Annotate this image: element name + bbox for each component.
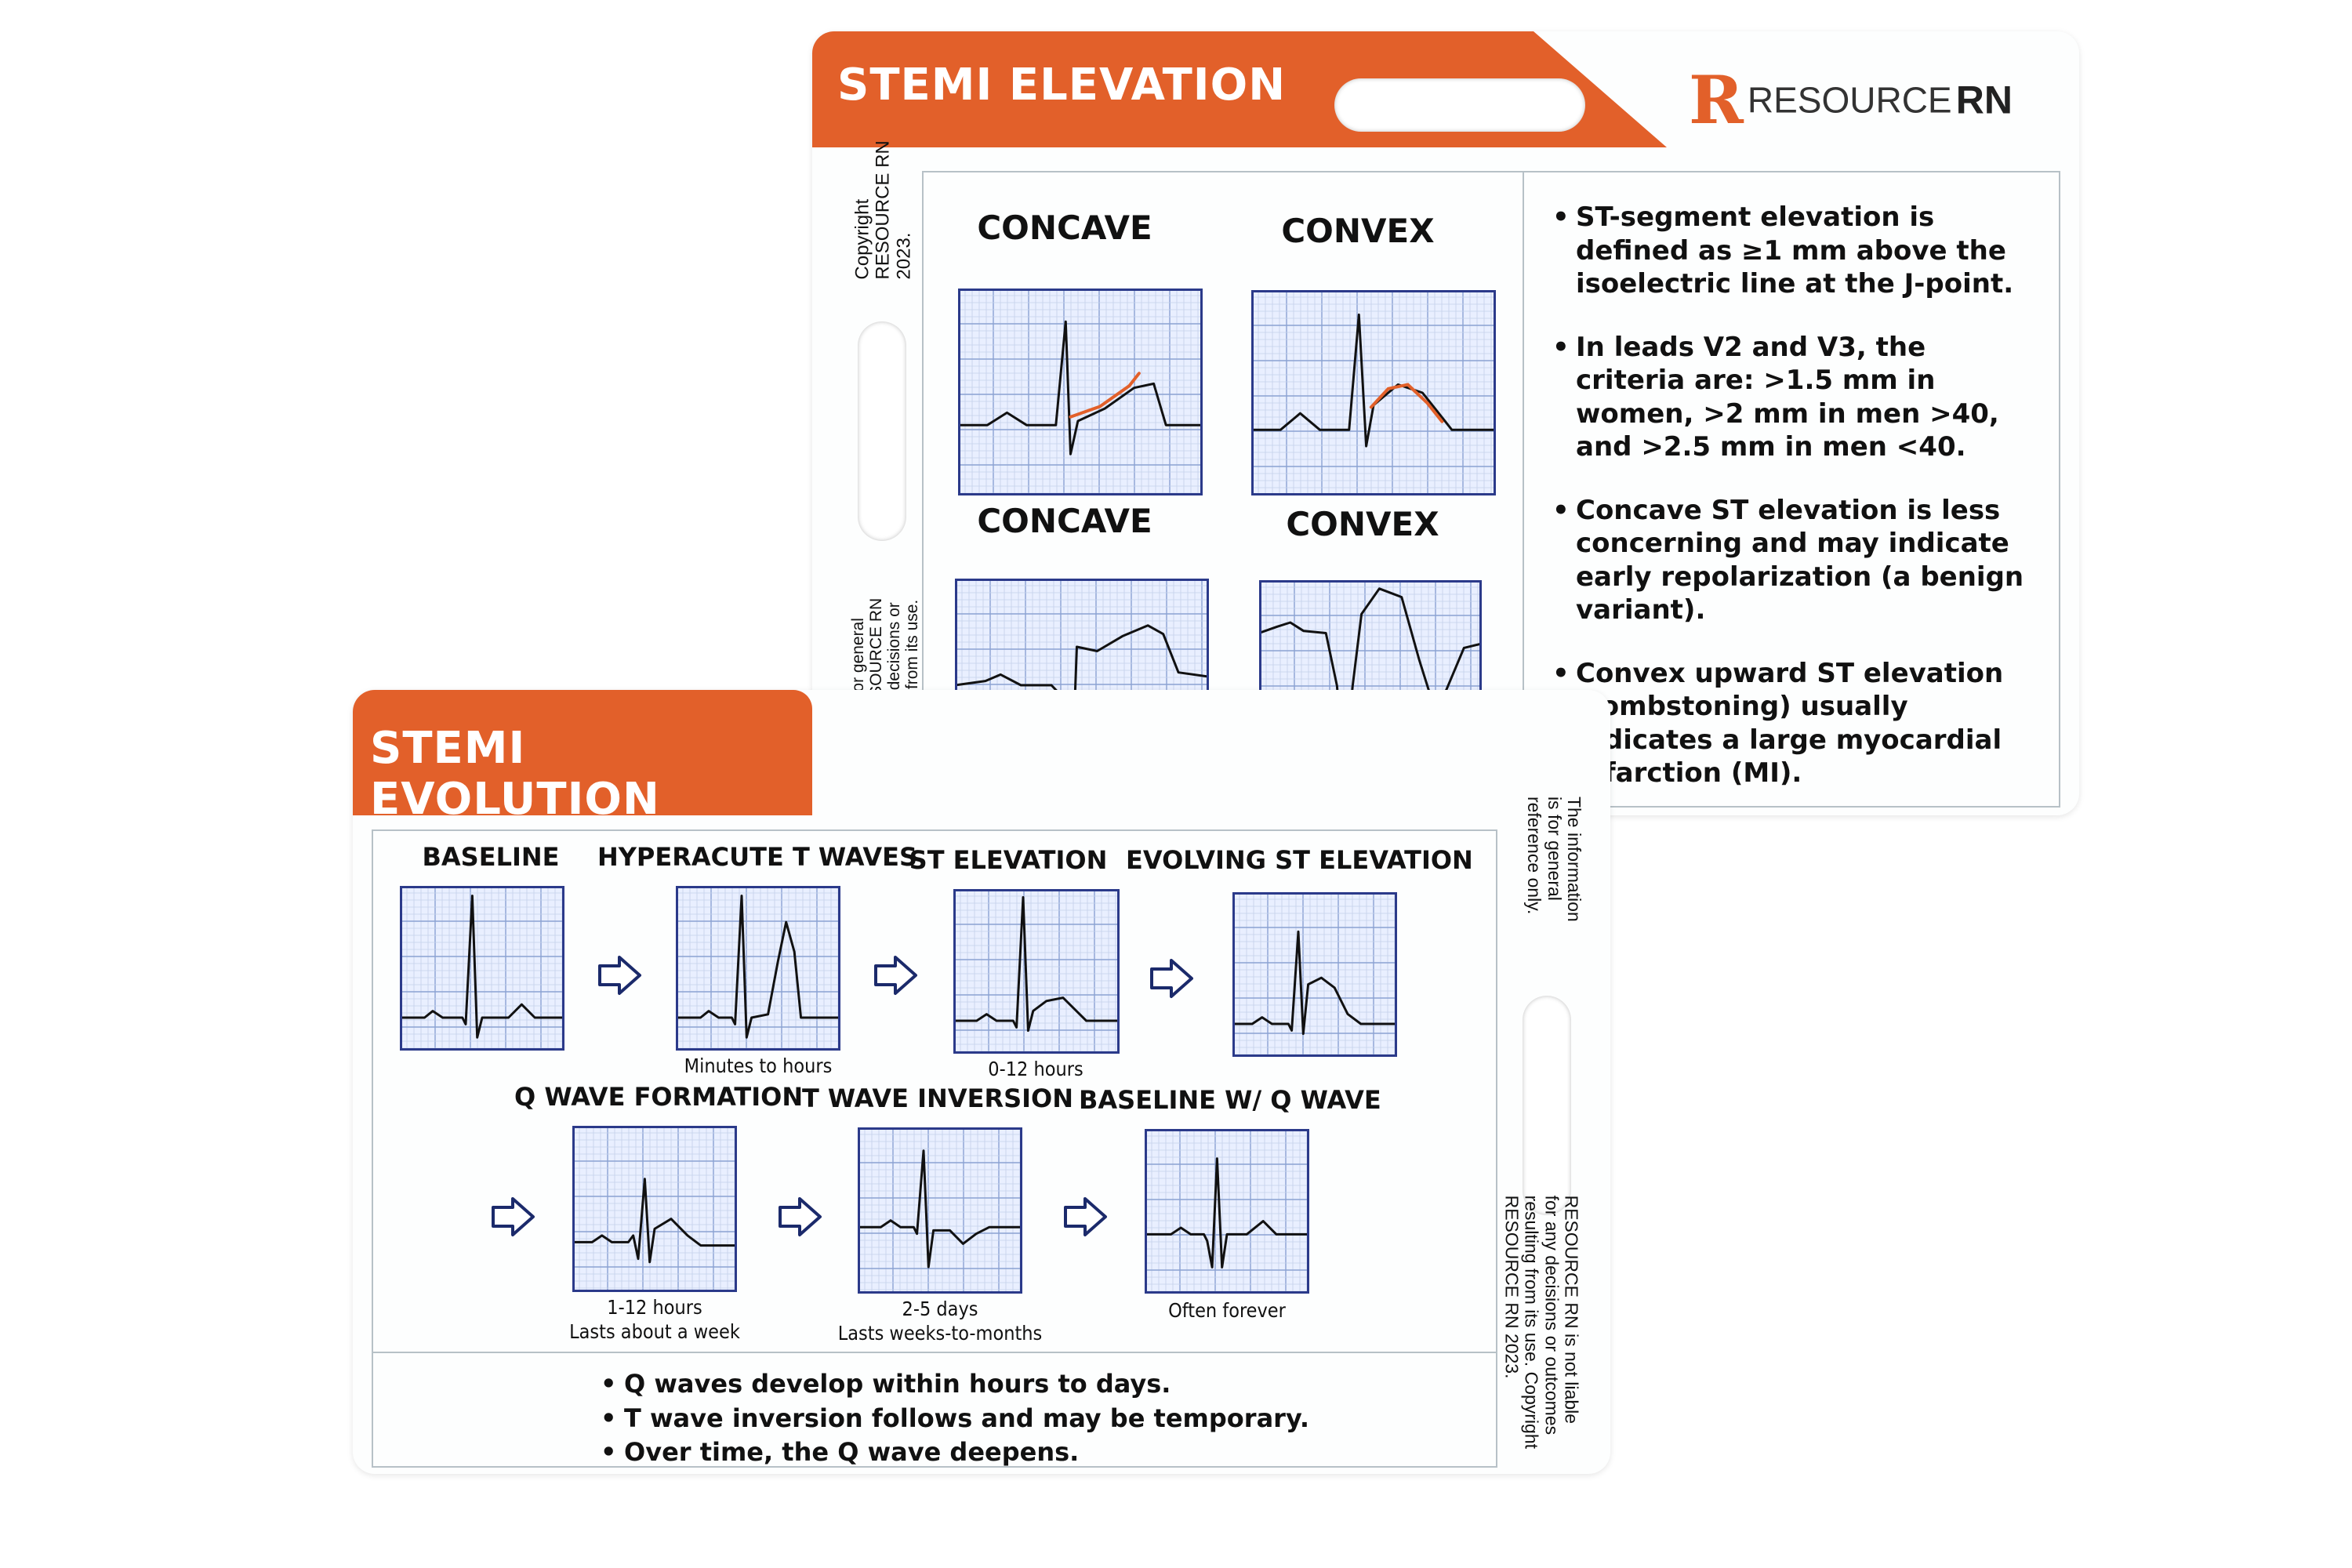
stage-note-line: 2-5 days — [902, 1298, 978, 1320]
bullet-divider — [373, 1352, 1496, 1353]
stage-note: 0-12 hours — [988, 1058, 1083, 1080]
brand-letter: R — [1689, 61, 1744, 139]
concave-st-ecg-icon — [958, 289, 1203, 495]
stage-note: 2-5 days Lasts weeks-to-months — [811, 1297, 1069, 1346]
ecg-grid-bg — [1251, 290, 1496, 495]
bullet-item: Q waves develop within hours to days. — [601, 1367, 1408, 1402]
arrow-right-icon — [492, 1197, 535, 1236]
ecg-trace — [953, 896, 1120, 1033]
ecg-frame — [572, 1126, 737, 1292]
ecg-frame — [676, 886, 840, 1051]
bullet-item: ST-segment elevation is defined as ≥1 mm… — [1552, 201, 2038, 301]
lanyard-slot-left — [858, 321, 906, 541]
stage-note-line: 1-12 hours — [607, 1296, 702, 1319]
ecg-grid-bg — [1145, 1129, 1309, 1294]
stemi-evolution-header: STEMI EVOLUTION — [353, 690, 812, 825]
stage-note-line: Lasts about a week — [569, 1320, 740, 1344]
card-title: STEMI ELEVATION — [837, 60, 1287, 111]
stage-label: HYPERACUTE T WAVES — [597, 842, 918, 872]
arrow-right-icon — [1064, 1197, 1107, 1236]
ecg-frame — [858, 1127, 1022, 1294]
stage-label: BASELINE — [422, 842, 560, 872]
panel-label: CONVEX — [1281, 212, 1435, 250]
stage-note: Often forever — [1168, 1299, 1286, 1322]
lanyard-slot-right — [1523, 996, 1571, 1215]
ecg-frame — [953, 889, 1120, 1054]
st-elevation-ecg-icon — [953, 889, 1120, 1054]
bullet-item: Convex upward ST elevation (tombstoning)… — [1552, 657, 2038, 790]
baseline-ecg-icon — [400, 886, 564, 1051]
st-segment-highlight — [1069, 372, 1141, 419]
ecg-trace — [858, 1149, 1022, 1269]
hyperacute-t-ecg-icon — [676, 886, 840, 1051]
stage-note-line: Lasts weeks-to-months — [837, 1322, 1043, 1345]
evolution-bullets: Q waves develop within hours to days. T … — [601, 1367, 1408, 1470]
bullet-divider — [1523, 172, 1524, 806]
panel-label: CONCAVE — [977, 209, 1152, 247]
stage-label: ST ELEVATION — [909, 845, 1108, 875]
arrow-right-icon — [1150, 959, 1193, 998]
stemi-elevation-card: STEMI ELEVATION R RESOURCE RN Copyright … — [812, 31, 2079, 832]
panel-label: CONCAVE — [977, 502, 1152, 540]
arrow-right-icon — [779, 1197, 822, 1236]
ecg-trace — [958, 320, 1203, 456]
evolution-content-box: BASELINE HYPERACUTE T WAVES ST ELEVATION… — [372, 829, 1497, 1470]
elevation-content-box: CONCAVE CONVEX CONCAVE CONVEX ST-segment… — [922, 171, 2060, 808]
ecg-trace — [572, 1178, 737, 1264]
stage-label: EVOLVING ST ELEVATION — [1126, 845, 1473, 875]
ecg-frame — [1251, 290, 1496, 495]
ecg-trace — [1145, 1157, 1309, 1269]
lanyard-slot-top — [1334, 78, 1585, 132]
bullet-item: T wave inversion follows and may be temp… — [601, 1402, 1408, 1436]
brand-suffix: RN — [1955, 78, 2013, 122]
reference-note: The information is for general reference… — [1524, 796, 1584, 922]
card-title: STEMI EVOLUTION — [370, 723, 660, 825]
st-segment-highlight — [1369, 383, 1444, 423]
ecg-frame — [1232, 892, 1397, 1057]
ecg-grid-bg — [676, 886, 840, 1051]
stage-note: 1-12 hours Lasts about a week — [533, 1295, 776, 1345]
ecg-grid-bg — [400, 886, 564, 1051]
evolving-st-ecg-icon — [1232, 892, 1397, 1057]
liability-note: RESOURCE RN is not liable for any decisi… — [1501, 1195, 1582, 1449]
baseline-q-wave-ecg-icon — [1145, 1129, 1309, 1294]
panel-label: CONVEX — [1286, 505, 1439, 543]
bullet-item: Concave ST elevation is less concerning … — [1552, 494, 2038, 627]
q-wave-ecg-icon — [572, 1126, 737, 1292]
brand-name: RESOURCE — [1747, 79, 1952, 121]
brand-logo: R RESOURCE RN — [1689, 61, 2013, 139]
ecg-trace — [1251, 313, 1496, 448]
ecg-grid-bg — [858, 1127, 1022, 1294]
ecg-trace — [676, 895, 840, 1039]
copyright-note: Copyright RESOURCE RN 2023. — [851, 140, 915, 280]
stage-note: Minutes to hours — [684, 1054, 833, 1077]
ecg-grid-bg — [1232, 892, 1397, 1057]
convex-st-ecg-icon — [1251, 290, 1496, 495]
ecg-trace — [1232, 930, 1397, 1036]
bullet-item: Over time, the Q wave deepens. — [601, 1436, 1408, 1470]
ecg-trace — [400, 895, 564, 1039]
bullet-item: In leads V2 and V3, the criteria are: >1… — [1552, 331, 2038, 464]
stage-label: T WAVE INVERSION — [801, 1083, 1074, 1113]
stage-label: Q WAVE FORMATION — [514, 1082, 804, 1112]
ecg-frame — [400, 886, 564, 1051]
ecg-grid-bg — [572, 1126, 737, 1292]
ecg-grid-bg — [958, 289, 1203, 495]
ecg-frame — [1145, 1129, 1309, 1294]
ecg-frame — [958, 289, 1203, 495]
stemi-evolution-card: STEMI EVOLUTION The information is for g… — [353, 690, 1610, 1474]
arrow-right-icon — [874, 956, 917, 995]
stage-label: BASELINE W/ Q WAVE — [1079, 1085, 1381, 1115]
arrow-right-icon — [598, 956, 641, 995]
t-inversion-ecg-icon — [858, 1127, 1022, 1294]
elevation-bullets: ST-segment elevation is defined as ≥1 mm… — [1552, 201, 2038, 790]
ecg-grid-bg — [953, 889, 1120, 1054]
